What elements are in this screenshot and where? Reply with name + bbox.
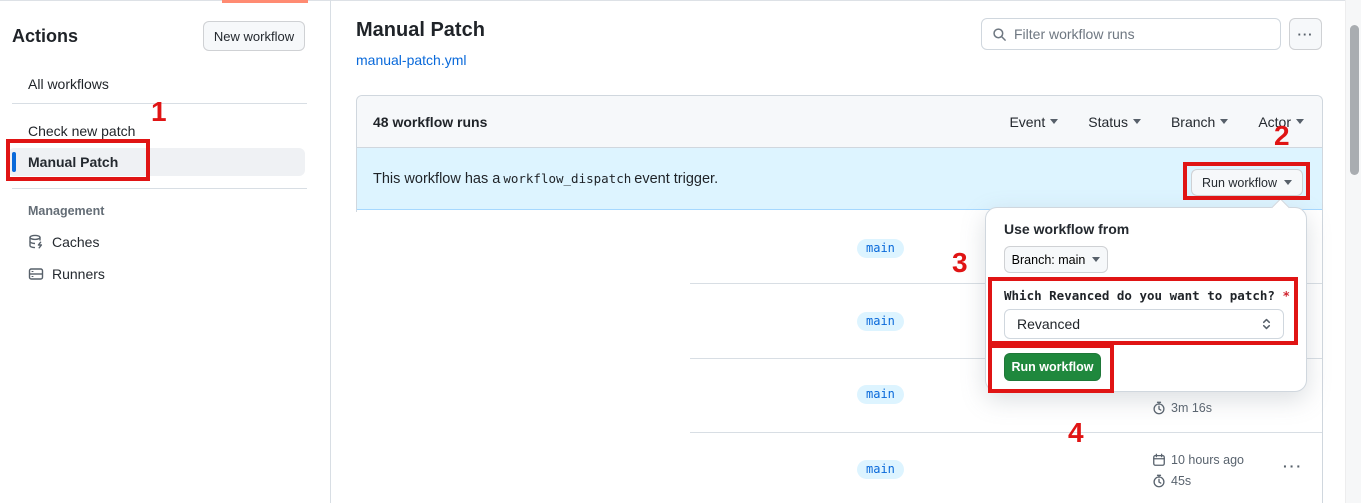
filter-event[interactable]: Event xyxy=(1009,114,1059,130)
sidebar-section-management: Management xyxy=(28,204,105,218)
sidebar-divider xyxy=(12,188,307,189)
sidebar-item-manual-patch-label: Manual Patch xyxy=(28,154,119,170)
revanced-select[interactable]: Revanced xyxy=(1004,309,1284,339)
sidebar-item-runners[interactable]: Runners xyxy=(28,266,105,282)
branch-badge[interactable]: main xyxy=(857,239,904,258)
annotation-step-2: 2 xyxy=(1274,120,1290,151)
sidebar-divider xyxy=(12,103,307,104)
workflow-more-options-button[interactable]: ··· xyxy=(1289,18,1322,50)
popup-title: Use workflow from xyxy=(1004,221,1130,237)
run-duration: 45s xyxy=(1152,474,1191,488)
sidebar-item-all-workflows[interactable]: All workflows xyxy=(28,76,109,92)
stopwatch-icon xyxy=(1152,474,1166,488)
run-filters: Event Status Branch Actor xyxy=(1009,114,1304,130)
annotation-step-1: 1 xyxy=(151,96,167,127)
branch-badge[interactable]: main xyxy=(857,460,904,479)
chevron-down-icon xyxy=(1284,180,1293,185)
runs-count: 48 workflow runs xyxy=(373,113,488,130)
row-divider xyxy=(690,432,1322,433)
annotation-step-4: 4 xyxy=(1068,417,1084,448)
stopwatch-icon xyxy=(1152,401,1166,415)
annotation-step-3: 3 xyxy=(952,247,968,278)
annotation-top-bar xyxy=(222,0,308,3)
filter-status[interactable]: Status xyxy=(1088,114,1141,130)
chevron-down-icon xyxy=(1050,119,1059,124)
sidebar-item-caches[interactable]: Caches xyxy=(28,234,99,250)
chevron-down-icon xyxy=(1220,119,1229,124)
run-duration: 3m 16s xyxy=(1152,401,1212,415)
branch-badge[interactable]: main xyxy=(857,385,904,404)
runs-table-header: 48 workflow runs Event Status Branch Act… xyxy=(357,96,1322,148)
run-workflow-popup: Use workflow from Branch: main Which Rev… xyxy=(985,198,1307,392)
new-workflow-button[interactable]: New workflow xyxy=(203,21,305,51)
scrollbar-thumb[interactable] xyxy=(1350,25,1359,175)
filter-branch[interactable]: Branch xyxy=(1171,114,1229,130)
up-down-chevrons-icon xyxy=(1260,317,1273,331)
run-options-button[interactable]: ··· xyxy=(1283,458,1303,474)
workflow-input-label: Which Revanced do you want to patch? * xyxy=(1004,288,1290,303)
workflow-file-link[interactable]: manual-patch.yml xyxy=(356,52,467,68)
branch-badge[interactable]: main xyxy=(857,312,904,331)
sidebar-item-manual-patch[interactable] xyxy=(8,148,305,176)
sidebar-main-divider xyxy=(330,0,331,503)
required-asterisk: * xyxy=(1282,288,1290,303)
search-input[interactable] xyxy=(1014,26,1270,42)
chevron-down-icon xyxy=(1092,257,1101,262)
page-top-border xyxy=(0,0,1361,1)
filter-actor[interactable]: Actor xyxy=(1258,114,1304,130)
filter-workflow-runs-search[interactable] xyxy=(981,18,1281,50)
selected-item-accent-bar xyxy=(12,152,16,172)
table-left-mask xyxy=(356,212,358,503)
sidebar-item-caches-label: Caches xyxy=(52,234,100,250)
sidebar-item-check-new-patch[interactable]: Check new patch xyxy=(28,123,136,139)
sidebar-title: Actions xyxy=(12,26,79,46)
branch-selector-button[interactable]: Branch: main xyxy=(1004,246,1108,273)
cache-icon xyxy=(28,234,44,250)
banner-code: workflow_dispatch xyxy=(503,170,632,186)
search-icon xyxy=(992,27,1007,42)
chevron-down-icon xyxy=(1132,119,1141,124)
run-workflow-dropdown-button[interactable]: Run workflow xyxy=(1191,169,1303,196)
popup-run-workflow-button[interactable]: Run workflow xyxy=(1004,353,1101,381)
run-date: 10 hours ago xyxy=(1152,453,1244,467)
sidebar-item-runners-label: Runners xyxy=(52,266,105,282)
page-title: Manual Patch xyxy=(356,19,485,41)
runners-icon xyxy=(28,266,44,282)
calendar-icon xyxy=(1152,453,1166,467)
chevron-down-icon xyxy=(1296,119,1304,124)
